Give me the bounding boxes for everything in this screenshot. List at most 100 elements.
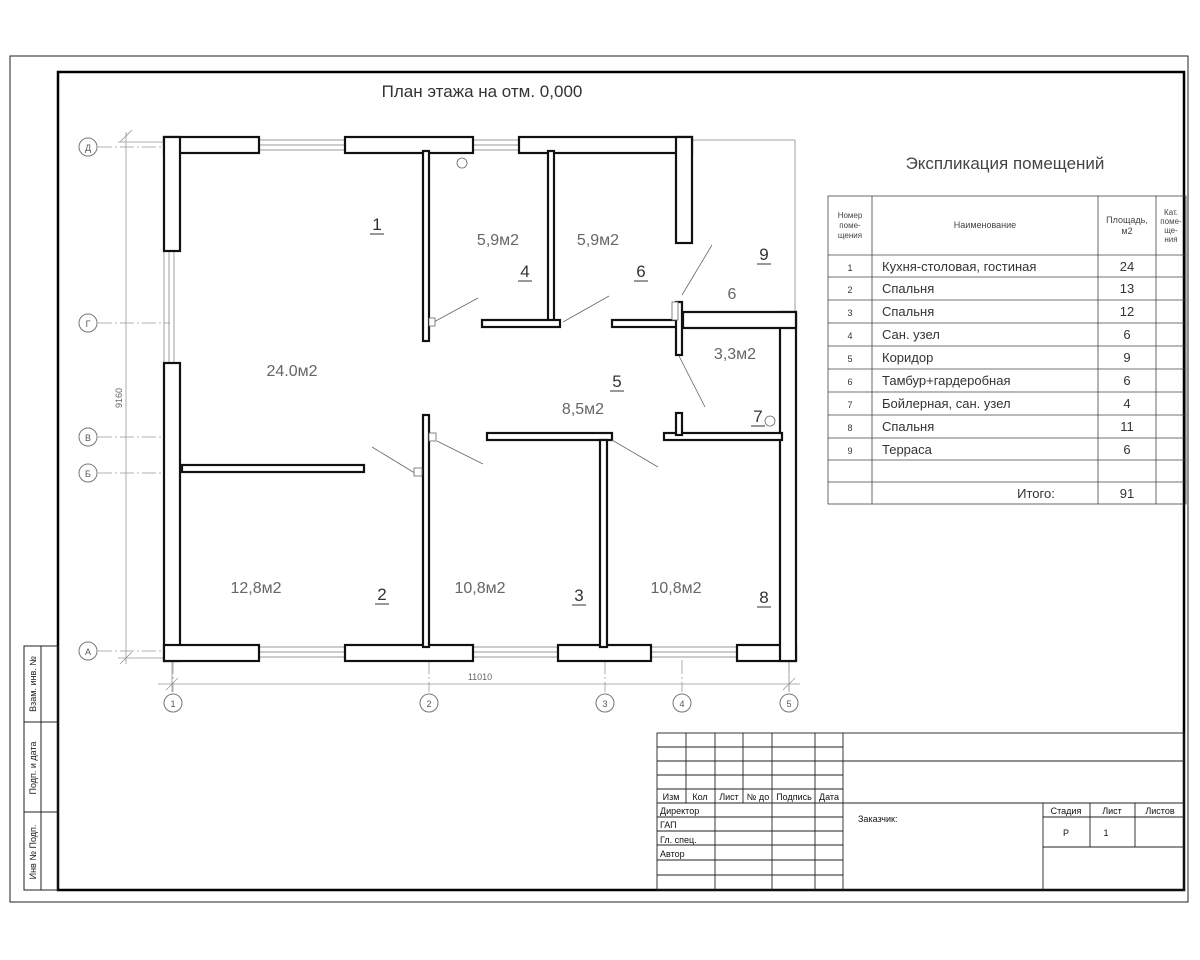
stamp-role-gap: ГАП <box>660 820 677 830</box>
stamp-col-doc: № до <box>747 792 769 802</box>
explication-row-area: 6 <box>1123 327 1130 342</box>
room-area-9: 6 <box>728 286 737 303</box>
doors <box>371 157 776 477</box>
axis-label-g: Г <box>86 319 91 329</box>
explication-row-num: 2 <box>847 285 852 295</box>
room-number-3: 3 <box>574 586 583 605</box>
room-number-6: 6 <box>636 262 645 281</box>
room-number-7: 7 <box>753 407 762 426</box>
axis-label-d: Д <box>85 143 91 153</box>
explication-rows: 1 Кухня-столовая, гостиная 24 2 Спальня … <box>847 259 1134 501</box>
explication-header-name: Наименование <box>954 220 1016 230</box>
room-number-1: 1 <box>372 215 381 234</box>
axis-label-4: 4 <box>679 699 684 709</box>
dimension-lines <box>118 129 800 692</box>
explication-row-num: 5 <box>847 354 852 364</box>
explication-title: Экспликация помещений <box>906 154 1105 173</box>
explication-row-name: Кухня-столовая, гостиная <box>882 259 1036 274</box>
explication-row-area: 12 <box>1120 304 1134 319</box>
title-block-grid <box>656 732 1185 891</box>
inner-frame <box>56 70 1186 892</box>
explication-row-num: 3 <box>847 308 852 318</box>
room-number-9: 9 <box>759 245 768 264</box>
explication-row-name: Тамбур+гардеробная <box>882 373 1011 388</box>
walls <box>162 135 798 663</box>
explication-row-name: Коридор <box>882 350 933 365</box>
explication-table-grid <box>827 195 1187 505</box>
room-number-underlines <box>370 233 771 608</box>
room-area-2: 12,8м2 <box>230 580 281 597</box>
room-number-5: 5 <box>612 372 621 391</box>
explication-row-num: 9 <box>847 446 852 456</box>
axis-label-1: 1 <box>170 699 175 709</box>
axis-label-v: В <box>85 433 91 443</box>
explication-header-area-cell: Площадь, м2 <box>1106 214 1148 236</box>
stamp-stage-value: Р <box>1063 828 1069 838</box>
side-label-sign-date: Подп. и дата <box>28 741 38 794</box>
explication-row-area: 6 <box>1123 442 1130 457</box>
row-axis-markers <box>78 137 98 661</box>
room-area-6: 5,9м2 <box>577 232 619 249</box>
explication-row-area: 6 <box>1123 373 1130 388</box>
room-areas: 24.0м2 12,8м2 10,8м2 5,9м2 8,5м2 5,9м2 3… <box>230 232 756 597</box>
room-area-8: 10,8м2 <box>650 580 701 597</box>
room-area-1: 24.0м2 <box>266 363 317 380</box>
title-block-text: Изм Кол Лист № до Подпись Дата Директор … <box>660 792 1175 859</box>
explication-row-name: Терраса <box>882 442 933 457</box>
room-number-4: 4 <box>520 262 529 281</box>
explication-row-name: Бойлерная, сан. узел <box>882 396 1011 411</box>
axis-label-3: 3 <box>602 699 607 709</box>
explication-header-cat: Кат. поме-ще-ния <box>1160 207 1182 244</box>
explication-row-name: Спальня <box>882 419 934 434</box>
explication-row-num: 8 <box>847 423 852 433</box>
explication-row-area: 11 <box>1120 419 1134 434</box>
explication-row-area: 24 <box>1120 259 1134 274</box>
explication-row-area: 9 <box>1123 350 1130 365</box>
axis-label-5: 5 <box>786 699 791 709</box>
explication-row-num: 1 <box>847 263 852 273</box>
windows <box>163 139 737 658</box>
explication-header-num-cell: Номер поме-щения <box>837 210 863 240</box>
explication-total-value: 91 <box>1120 486 1134 501</box>
stamp-sheet-label: Лист <box>1102 806 1122 816</box>
explication-row-area: 4 <box>1123 396 1130 411</box>
dimension-height: 9160 <box>114 388 124 408</box>
explication-row-area: 13 <box>1120 281 1134 296</box>
explication-header-area: Площадь, м2 <box>1106 214 1148 236</box>
axis-lines <box>98 146 790 692</box>
stamp-col-izm: Изм <box>663 792 680 802</box>
stamp-sheet-value: 1 <box>1103 828 1108 838</box>
side-stamp <box>23 645 59 891</box>
col-axis-markers <box>163 693 799 713</box>
outer-frame <box>9 55 1189 903</box>
stamp-stage-label: Стадия <box>1051 806 1082 816</box>
side-label-inv-no: Инв № Подп. <box>28 825 38 880</box>
stamp-col-kol: Кол <box>692 792 707 802</box>
plan-title: План этажа на отм. 0,000 <box>382 82 583 101</box>
room-number-8: 8 <box>759 588 768 607</box>
stamp-sheets-label: Листов <box>1145 806 1174 816</box>
stamp-role-author: Автор <box>660 849 685 859</box>
axis-label-a: А <box>85 647 91 657</box>
room-numbers: 1 2 3 4 5 6 7 8 9 <box>372 215 768 607</box>
stamp-role-director: Директор <box>660 806 699 816</box>
room-number-2: 2 <box>377 585 386 604</box>
axis-label-b: Б <box>85 469 91 479</box>
explication-header-cat-cell: Кат. поме-ще-ния <box>1160 207 1182 244</box>
terrace-outline <box>686 139 796 312</box>
stamp-customer: Заказчик: <box>858 814 897 824</box>
explication-row-name: Спальня <box>882 281 934 296</box>
stamp-col-list: Лист <box>719 792 739 802</box>
dimension-width: 11010 <box>468 672 492 682</box>
room-area-7: 3,3м2 <box>714 346 756 363</box>
explication-header-num: Номер поме-щения <box>837 210 863 240</box>
stamp-col-date: Дата <box>819 792 839 802</box>
room-area-5: 8,5м2 <box>562 401 604 418</box>
explication-row-num: 6 <box>847 377 852 387</box>
stamp-role-chief: Гл. спец. <box>660 835 697 845</box>
stamp-col-sign: Подпись <box>776 792 812 802</box>
side-label-replace-inv: Взам. инв. № <box>28 656 38 712</box>
room-area-3: 10,8м2 <box>454 580 505 597</box>
room-area-4: 5,9м2 <box>477 232 519 249</box>
